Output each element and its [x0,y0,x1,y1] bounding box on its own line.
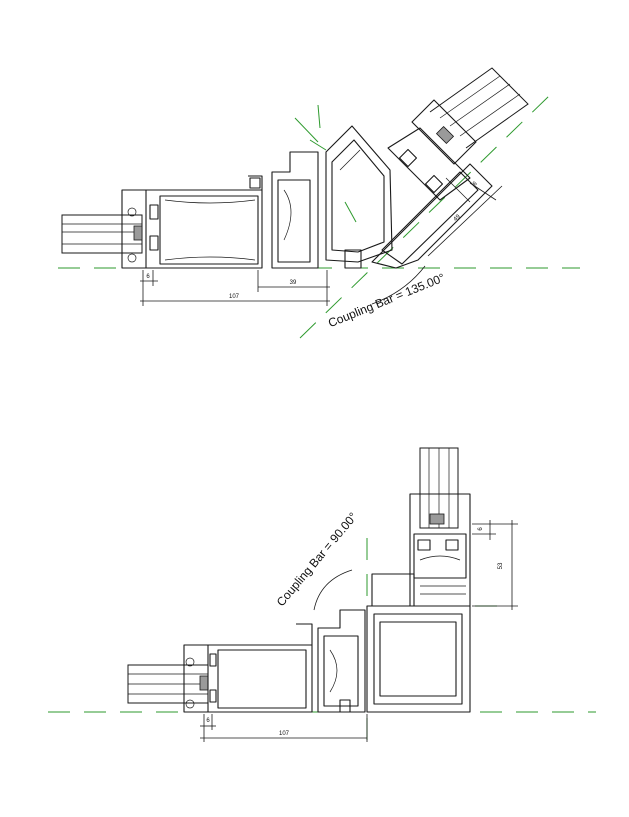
dim-diag-small-label: 6 [472,181,479,188]
sash-frame-diagonal [371,99,493,269]
dim-diag-label: 49 [453,213,462,222]
dim-vertical-label: 53 [498,562,504,569]
glazing-unit-left [127,664,209,704]
sash-frame-left [183,623,313,713]
glazing-unit-left [61,214,143,254]
dim-overall-label: 107 [279,731,290,737]
dim-small-label: 6 [206,718,210,724]
sash-frame-upper [371,493,471,607]
center-tick-a [294,117,319,143]
detail-135-coupling: 6 107 39 49 6 Coupling Bar = 135.00° [58,67,580,339]
detail-90-coupling: 6 107 53 6 Coupling Bar = 90.00° [48,447,596,748]
sash-frame-left [121,175,263,269]
dim-overall-label: 107 [229,294,240,300]
coupling-angle-label: Coupling Bar = 90.00° [274,510,361,609]
center-tick-c [344,201,357,223]
dim-bar-label: 39 [290,280,297,286]
dim-small-label: 6 [146,274,150,280]
center-tick-d [309,139,327,151]
coupling-angle-label: Coupling Bar = 135.00° [326,270,447,330]
dim-vertical-small-label: 6 [478,527,484,531]
center-tick-b [317,104,321,129]
coupling-bar-90 [317,605,471,713]
dimensions-90 [200,520,518,742]
coupling-bar-135 [271,125,393,269]
glazing-unit-upper [419,447,459,529]
diagonal-centerline [299,94,551,339]
dimensions-135 [140,182,503,306]
glazing-unit-diagonal [429,67,529,149]
